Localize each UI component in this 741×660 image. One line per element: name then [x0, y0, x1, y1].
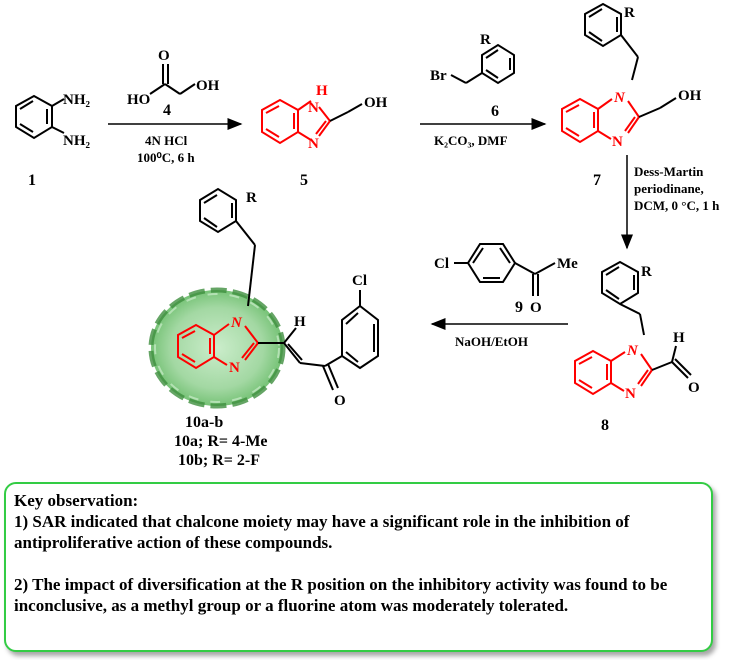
condition-temperature: 100⁰C, 6 h	[137, 150, 195, 165]
chalcone-linker	[258, 327, 343, 391]
r-group-label: R	[480, 32, 491, 48]
compound-7-benzyl	[584, 2, 639, 81]
aldehyde-group	[651, 345, 692, 379]
condition-base: K₂CO₃, DMF	[434, 133, 508, 148]
r-group-label: R	[641, 264, 652, 280]
observation-point-1: 1) SAR indicated that chalcone moiety ma…	[14, 512, 630, 552]
compound-7-label: 7	[593, 172, 601, 189]
compound-10-benzyl	[199, 187, 256, 307]
amine-label: NH₂	[63, 133, 91, 149]
pharmacophore-highlight	[148, 287, 286, 409]
compound-8-benzyl	[601, 260, 645, 336]
bromine-label: Br	[430, 68, 447, 84]
glycolic-acid-structure	[149, 64, 196, 95]
chlorophenyl-ring	[341, 290, 379, 370]
compound-1-structure	[15, 94, 65, 140]
vinyl-hydrogen: H	[294, 314, 306, 330]
compound-10-benzimidazole	[177, 323, 259, 370]
reagent-4-label: 4	[163, 102, 171, 119]
condition-acid: 4N HCl	[145, 133, 188, 148]
nitrogen-atom: N	[229, 360, 240, 376]
nitrogen-atom: N	[308, 100, 319, 116]
carbonyl-oxygen: O	[530, 300, 542, 316]
compound-10a-label: 10a; R= 4-Me	[174, 433, 268, 450]
nitrogen-atom: N	[308, 136, 319, 152]
reagent-6-label: 6	[491, 103, 499, 120]
hydroxyl-label: OH	[364, 95, 388, 111]
r-group-label: R	[246, 190, 257, 206]
condition-oxidant: periodinane,	[634, 181, 704, 196]
amine-label: NH₂	[63, 92, 91, 108]
hydroxyl-label: OH	[196, 78, 220, 94]
nitrogen-atom: N	[625, 386, 636, 402]
nitrogen-atom: N	[626, 343, 639, 359]
carbonyl-oxygen: O	[158, 48, 170, 64]
key-observation-box: Key observation: 1) SAR indicated that c…	[4, 482, 713, 652]
nh-hydrogen: H	[316, 83, 328, 99]
observation-title: Key observation:	[14, 491, 139, 510]
compound-8-benzimidazole	[574, 349, 653, 396]
chlorine-label: Cl	[434, 256, 449, 272]
chloroacetophenone-structure	[454, 243, 556, 296]
aldehyde-hydrogen: H	[673, 330, 685, 346]
reaction-scheme: NH₂ NH₂ 1 O HO OH 4 4N HCl 100⁰C, 6 h H …	[15, 2, 720, 469]
condition-oxidant: Dess-Martin	[634, 164, 704, 179]
hydroxymethyl-chain	[329, 103, 363, 122]
nitrogen-atom: N	[230, 315, 243, 331]
nitrogen-atom: N	[613, 90, 626, 106]
compound-7-benzimidazole	[561, 97, 640, 144]
r-group-label: R	[624, 5, 635, 21]
compound-5-structure	[261, 98, 331, 145]
hydroxyl-label: HO	[127, 92, 150, 108]
carbonyl-oxygen: O	[688, 380, 700, 396]
chlorine-label: Cl	[352, 273, 367, 289]
compound-5-label: 5	[300, 172, 308, 189]
reagent-9-label: 9	[515, 299, 523, 316]
nitrogen-atom: N	[612, 134, 623, 150]
condition-base: NaOH/EtOH	[455, 334, 528, 349]
compound-1-label: 1	[28, 172, 36, 189]
benzyl-bromide-structure	[450, 43, 515, 85]
observation-point-2: 2) The impact of diversification at the …	[14, 575, 668, 615]
condition-solvent: DCM, 0 °C, 1 h	[634, 198, 720, 213]
hydroxymethyl-chain	[638, 97, 677, 118]
methyl-label: Me	[557, 256, 578, 272]
compound-10-label: 10a-b	[185, 414, 223, 431]
compound-10b-label: 10b; R= 2-F	[178, 452, 260, 469]
hydroxyl-label: OH	[678, 88, 702, 104]
compound-8-label: 8	[601, 417, 609, 434]
carbonyl-oxygen: O	[334, 393, 346, 409]
